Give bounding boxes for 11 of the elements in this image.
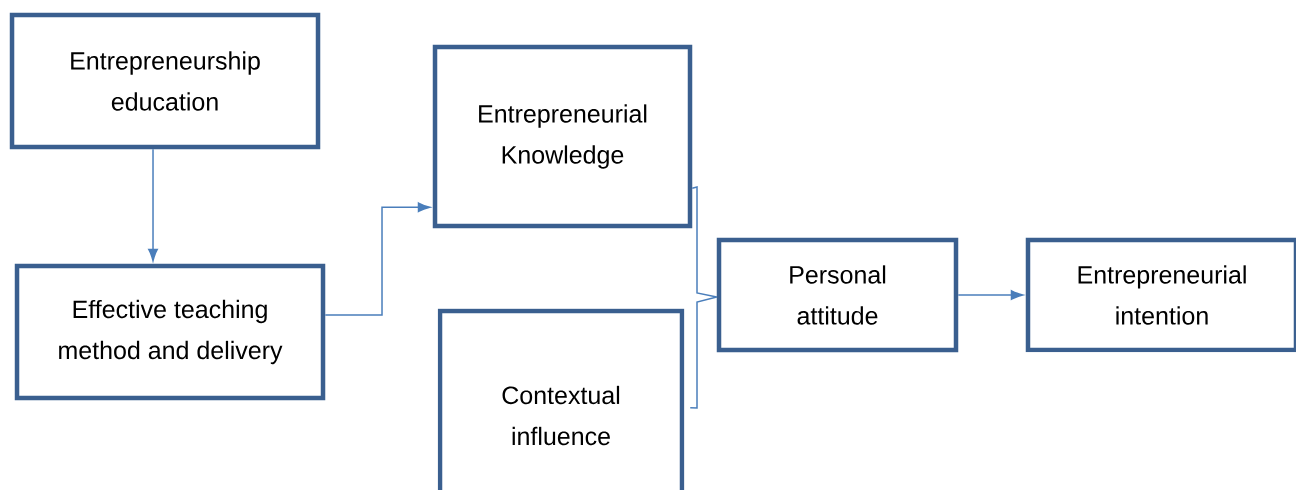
text-box: Entrepreneurship education	[9, 12, 321, 150]
text-box: Personal attitude	[716, 237, 959, 353]
text-box: Contextual influence	[437, 308, 685, 490]
bracket-line	[689, 296, 718, 409]
text-box: Entrepreneurial intention	[1025, 237, 1296, 353]
bracket-line	[691, 186, 718, 298]
text-box: Effective teaching method and delivery	[14, 263, 326, 401]
arrow	[957, 290, 1024, 300]
text-box: Entrepreneurial Knowledge	[432, 44, 693, 229]
arrow	[148, 148, 158, 262]
arrow	[324, 202, 431, 316]
